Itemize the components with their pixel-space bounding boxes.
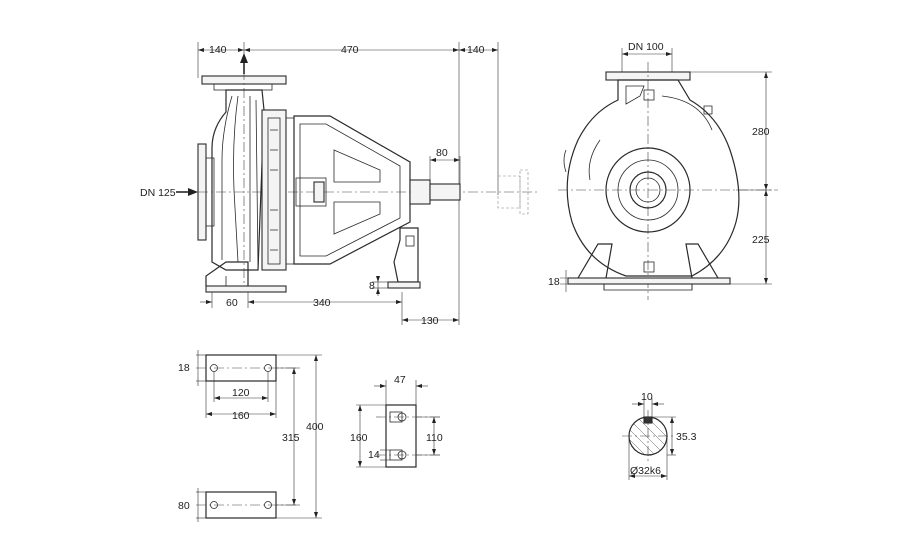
outlet-flow-arrow bbox=[240, 53, 248, 63]
dim-bottom-60: 60 bbox=[226, 297, 238, 309]
dim-18-front: 18 bbox=[548, 276, 560, 288]
section-dim-47: 47 bbox=[394, 374, 406, 386]
shaft-diameter: Ø32k6 bbox=[630, 465, 661, 477]
inlet-flange bbox=[176, 143, 540, 241]
bearing-bracket bbox=[293, 115, 411, 265]
shaft-dim-10: 10 bbox=[641, 391, 653, 403]
dim-foot-8: 8 bbox=[369, 280, 375, 292]
plate-dim-18: 18 bbox=[178, 362, 190, 374]
dim-bottom-340: 340 bbox=[313, 297, 331, 309]
shaft-dim-35-3: 35.3 bbox=[676, 431, 697, 443]
dim-top-mid: 470 bbox=[341, 44, 359, 56]
side-view: 140 470 140 DN 125 bbox=[140, 42, 540, 327]
section-dim-110: 110 bbox=[426, 432, 443, 444]
casing-cover bbox=[261, 109, 295, 271]
dim-shaft: 80 bbox=[436, 147, 448, 159]
dim-bottom-130: 130 bbox=[421, 315, 439, 327]
dim-top-left: 140 bbox=[209, 44, 227, 56]
inlet-flow-arrow bbox=[188, 188, 198, 196]
bottom-dimension-lines bbox=[200, 276, 459, 325]
dim-280: 280 bbox=[752, 126, 770, 138]
bracket-foot bbox=[387, 227, 421, 289]
height-dimensions bbox=[560, 71, 772, 292]
outlet-flange bbox=[201, 53, 287, 290]
section-dim-160: 160 bbox=[350, 432, 368, 444]
plate-dim-120: 120 bbox=[232, 387, 250, 399]
plate-dim-160: 160 bbox=[232, 410, 250, 422]
section-dim-14: 14 bbox=[368, 449, 380, 461]
plate-dim-315: 315 bbox=[282, 432, 300, 444]
volute-casing bbox=[211, 89, 265, 271]
casing-foot bbox=[205, 261, 287, 293]
pump-shaft bbox=[409, 156, 461, 205]
plate-dim-80: 80 bbox=[178, 500, 190, 512]
foot-plate-detail bbox=[196, 350, 322, 522]
front-feet bbox=[567, 243, 731, 291]
dim-top-right: 140 bbox=[467, 44, 485, 56]
dim-225: 225 bbox=[752, 234, 770, 246]
plate-dim-400: 400 bbox=[306, 421, 324, 433]
coupling-outline bbox=[497, 169, 529, 215]
foot-section-body bbox=[385, 404, 417, 468]
front-view: DN 100 bbox=[548, 41, 778, 300]
outlet-width-dimension bbox=[621, 48, 673, 72]
volute-body bbox=[563, 79, 740, 277]
foot-section-detail bbox=[356, 380, 440, 468]
inlet-label: DN 125 bbox=[140, 187, 176, 199]
outlet-label: DN 100 bbox=[628, 41, 664, 53]
